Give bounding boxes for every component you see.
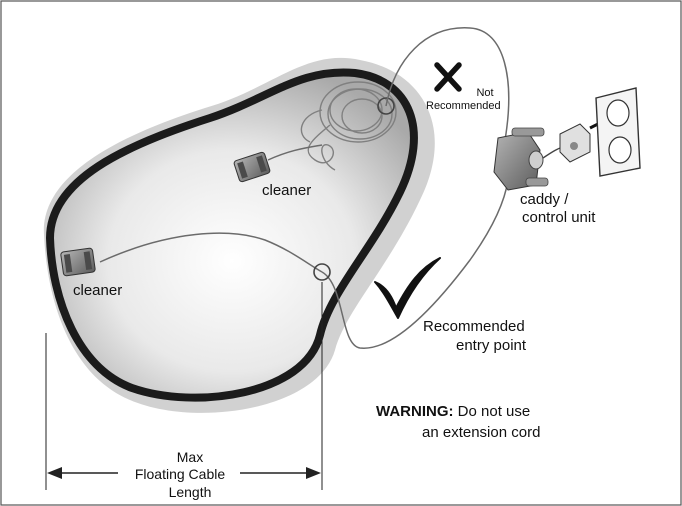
cleaner-lower-label: cleaner bbox=[73, 282, 123, 299]
not-recommended-line1: Not bbox=[476, 87, 494, 99]
dimension-arrow-right bbox=[240, 467, 321, 479]
dimension-arrow-left bbox=[47, 467, 118, 479]
x-mark-icon bbox=[434, 62, 462, 92]
caddy-label-line2: control unit bbox=[522, 209, 596, 226]
wall-outlet bbox=[595, 87, 641, 177]
cable-upper-cleaner bbox=[267, 144, 323, 161]
coiled-cable bbox=[300, 81, 397, 171]
caddy-control-unit bbox=[493, 127, 549, 191]
warning-line1-rest: Do not use bbox=[457, 403, 531, 420]
recommended-entry-line1: Recommended bbox=[423, 318, 525, 335]
cleaner-lower bbox=[60, 247, 96, 277]
plug bbox=[559, 123, 591, 163]
max-label-line1: Max bbox=[176, 449, 204, 465]
max-label-line3: Length bbox=[168, 484, 212, 500]
entry-point-top bbox=[377, 97, 395, 115]
not-recommended-line2: Recommended bbox=[426, 100, 501, 112]
dimension-lines bbox=[45, 282, 323, 490]
cable-top-to-caddy bbox=[385, 27, 510, 141]
recommended-entry-line2: entry point bbox=[456, 337, 527, 354]
warning-line1: WARNING: Do not use bbox=[376, 403, 530, 421]
cable-recommended-to-caddy bbox=[321, 179, 509, 349]
check-mark-icon bbox=[374, 257, 441, 319]
entry-point-recommended bbox=[313, 263, 331, 281]
warning-line2: an extension cord bbox=[422, 424, 541, 441]
cable-lower-cleaner bbox=[99, 232, 323, 273]
cleaner-upper bbox=[233, 151, 271, 183]
max-label-line2: Floating Cable bbox=[134, 466, 226, 482]
warning-bold: WARNING: bbox=[376, 403, 454, 420]
cleaner-upper-label: cleaner bbox=[262, 182, 312, 199]
pool-outline bbox=[46, 68, 418, 402]
caddy-label-line1: caddy / bbox=[520, 191, 569, 208]
